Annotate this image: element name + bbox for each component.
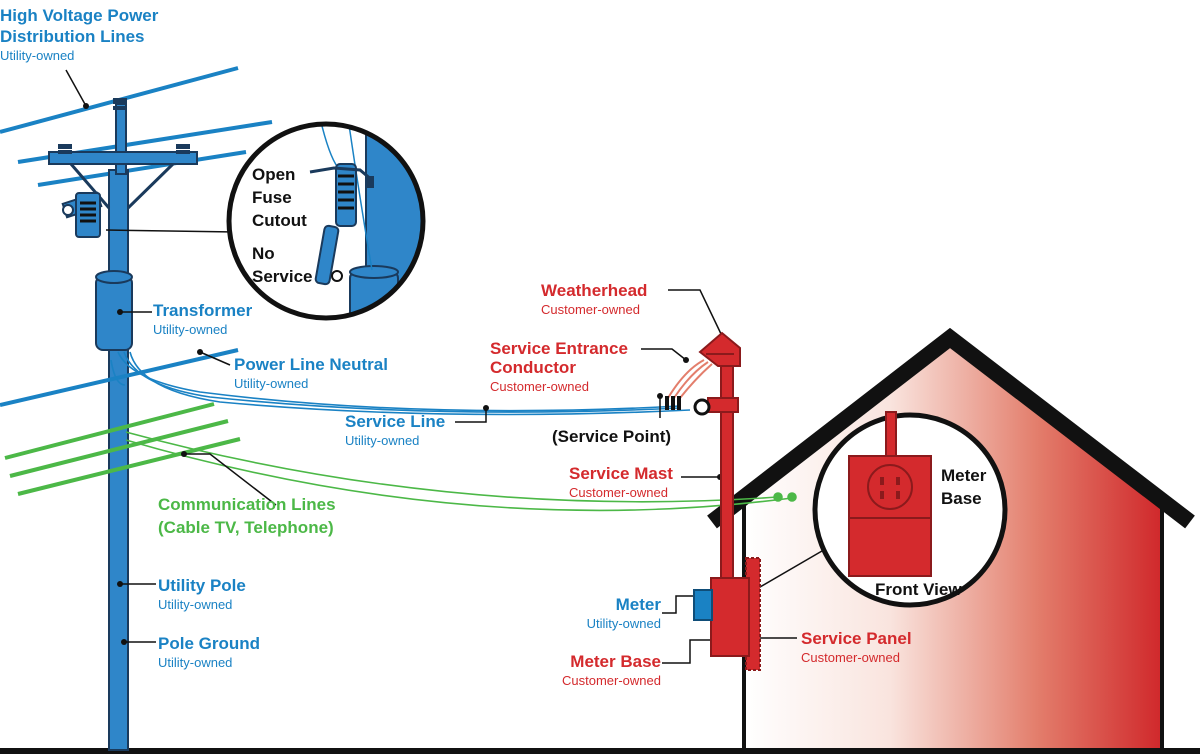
ground-line [0,748,1200,754]
service-point-label: (Service Point) [552,428,671,445]
insulator-icons [58,98,190,154]
meter-and-base [693,557,761,671]
fuse-cutout-icon [61,191,103,238]
transformer-owner: Utility-owned [153,322,228,337]
fuse-inset-line-3: Cutout [252,211,307,230]
comm-title-2: (Cable TV, Telephone) [158,518,334,537]
meter-owner: Utility-owned [586,616,661,631]
meter-inset-caption: Front View [875,580,962,599]
transformer-label: Transformer Utility-owned [153,302,252,336]
hv-lines-owner: Utility-owned [0,48,75,63]
service-panel-label: Service Panel Customer-owned [801,630,912,664]
mast-owner: Customer-owned [569,485,668,500]
service-mast [707,357,739,585]
fuse-inset-line-4: No [252,244,275,263]
neutral-title: Power Line Neutral [234,355,388,374]
hv-lines-label: High Voltage Power Distribution Lines Ut… [0,7,158,62]
neutral-owner: Utility-owned [234,376,309,391]
leader-lines [65,69,835,664]
service-point-connectors [665,396,711,416]
panel-owner: Customer-owned [801,650,900,665]
service-line-label: Service Line Utility-owned [345,413,445,447]
service-line-title: Service Line [345,412,446,431]
service-line-owner: Utility-owned [345,433,420,448]
service-entrance-conductor [667,359,713,399]
pole-ground-label: Pole Ground Utility-owned [158,635,260,669]
utility-pole-label: Utility Pole Utility-owned [158,577,246,611]
meter-inset-line-2: Base [941,489,982,508]
meter-label: Meter Utility-owned [560,596,661,630]
meter-base-title: Meter Base [570,652,661,671]
weatherhead-owner: Customer-owned [541,302,640,317]
fuse-inset-line-1: Open [252,165,296,184]
sec-title-1: Service Entrance [490,339,628,358]
pole-ground-owner: Utility-owned [158,655,233,670]
transformer-icon [95,270,133,351]
meter-inset-text: Meter Base [941,464,986,510]
service-entrance-label: Service Entrance Conductor Customer-owne… [490,340,628,393]
pole-ground-title: Pole Ground [158,634,260,653]
hv-lines-title-1: High Voltage Power [0,6,159,25]
fuse-inset-line-2: Fuse [252,188,292,207]
comm-title-1: Communication Lines [158,495,336,514]
fuse-inset-text-top: Open Fuse Cutout [252,163,307,232]
service-point-title: (Service Point) [552,427,672,446]
neutral-label: Power Line Neutral Utility-owned [234,356,388,390]
weatherhead-icon [698,331,741,367]
weatherhead-title: Weatherhead [541,281,648,300]
meter-base-inset [812,411,1008,608]
service-mast-label: Service Mast Customer-owned [569,465,673,499]
panel-title: Service Panel [801,629,912,648]
meter-title: Meter [615,595,661,614]
pole-owner: Utility-owned [158,597,233,612]
power-line-neutral [0,348,239,407]
high-voltage-lines [0,66,273,187]
communication-drop-wires [125,431,797,512]
meter-inset-line-1: Meter [941,466,987,485]
communication-lines-label: Communication Lines (Cable TV, Telephone… [158,496,336,536]
communication-lines [4,402,241,496]
hv-lines-title-2: Distribution Lines [0,27,145,46]
weatherhead-label: Weatherhead Customer-owned [541,282,647,316]
fuse-inset-text-bottom: No Service [252,242,313,288]
house-roof [707,327,1195,529]
transformer-title: Transformer [153,301,253,320]
service-line-wires [110,351,691,416]
pole-title: Utility Pole [158,576,246,595]
sec-owner: Customer-owned [490,379,589,394]
meter-base-label: Meter Base Customer-owned [540,653,661,687]
sec-title-2: Conductor [490,358,576,377]
mast-title: Service Mast [569,464,673,483]
meter-base-owner: Customer-owned [562,673,661,688]
fuse-inset-line-5: Service [252,267,313,286]
